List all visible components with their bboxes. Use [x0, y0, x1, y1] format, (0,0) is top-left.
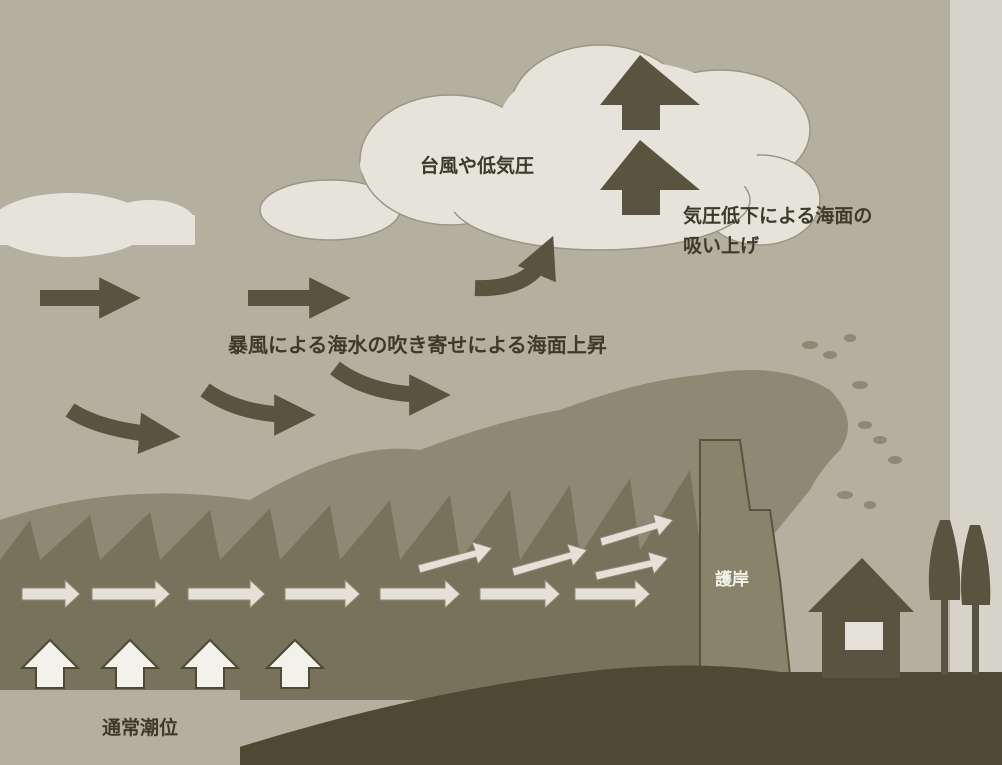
up-arrow-icon [600, 140, 700, 215]
up-arrow-icon [264, 638, 326, 689]
wind-arrow-icon [330, 361, 451, 416]
wind-setup-label: 暴風による海水の吹き寄せによる海面上昇 [228, 333, 607, 357]
wind-arrow-icon [65, 403, 181, 454]
ground [200, 665, 1002, 765]
typhoon-label: 台風や低気圧 [420, 154, 534, 177]
pressure-up-arrows [600, 55, 700, 215]
current-arrows [21, 513, 674, 610]
up-arrow-icon [179, 638, 241, 689]
normal-tide-label: 通常潮位 [102, 716, 178, 739]
up-arrow-icon [600, 55, 700, 130]
house-icon [808, 558, 914, 678]
pressure-suction-label-line1: 気圧低下による海面の [683, 204, 872, 227]
tree-icons [928, 520, 991, 675]
wind-arrow-icon [200, 383, 316, 436]
wind-arrow-icon [474, 235, 556, 297]
up-arrow-icon [99, 638, 161, 689]
pressure-suction-label-line2: 吸い上げ [683, 235, 760, 257]
spray-drops [802, 334, 902, 509]
tide-up-arrows [19, 638, 326, 689]
left-cloud [0, 193, 195, 257]
seawall-label: 護岸 [715, 569, 749, 590]
wind-arrows [40, 235, 556, 454]
normal-tide-band [0, 690, 240, 765]
up-arrow-icon [19, 638, 81, 689]
